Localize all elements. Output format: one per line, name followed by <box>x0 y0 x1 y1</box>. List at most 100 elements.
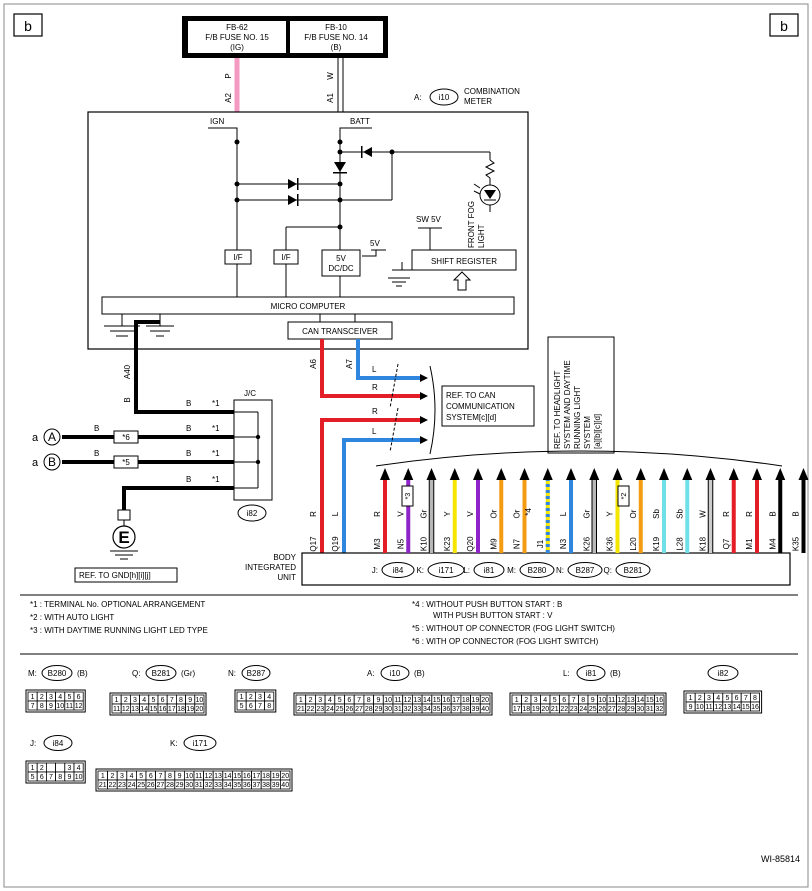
connector-cavity-number: 1 <box>115 697 119 704</box>
can-wire-l1: L <box>372 365 377 374</box>
can-ref-line3: SYSTEM[c][d] <box>446 413 496 422</box>
body-conn-prefix: J: <box>372 566 378 575</box>
star4-label: *4 <box>524 508 533 516</box>
body-unit-name-line1: BODY <box>273 553 296 562</box>
connector-cavity-number: 25 <box>336 706 344 713</box>
if2-box <box>273 249 299 265</box>
connector-cavity <box>654 703 665 714</box>
pin-arrow-icon <box>798 468 809 480</box>
jc-wire-b2: B <box>186 424 191 433</box>
view-prefix: K: <box>170 739 178 748</box>
connector-cavity-number: 2 <box>110 773 114 780</box>
connector-cavity-number: 24 <box>326 706 334 713</box>
connector-cavity-number: 6 <box>249 703 253 710</box>
connector-cavity-number: 9 <box>188 697 192 704</box>
connector-housing <box>683 690 763 714</box>
view-prefix: J: <box>30 739 36 748</box>
connector-cavity-number: 8 <box>40 703 44 710</box>
connector-cavity-number: 28 <box>617 706 625 713</box>
connector-cavity-number: 2 <box>309 697 313 704</box>
dcdc-line2: DC/DC <box>328 264 354 273</box>
ground-ref-box[interactable] <box>74 567 178 583</box>
connector-cavity-number: 5 <box>67 694 71 701</box>
pin-wire-color: R <box>373 511 382 517</box>
pin-terminal: Q7 <box>722 538 731 549</box>
connector-cavity-number: 3 <box>258 694 262 701</box>
pin-wire-color: Sb <box>675 509 684 519</box>
pin-terminal: K10 <box>420 536 429 551</box>
body-conn-id: i84 <box>393 566 404 575</box>
connector-cavity-number: 10 <box>75 774 83 781</box>
body-conn-id: B280 <box>528 566 547 575</box>
connector-cavity-number: 17 <box>513 706 521 713</box>
connector-cavity-number: 14 <box>224 773 232 780</box>
connector-housing <box>25 689 86 713</box>
connector-cavity-number: 32 <box>655 706 663 713</box>
connector-cavity-number: 1 <box>101 773 105 780</box>
outputs-bracket <box>375 450 783 467</box>
fuse-14-line3: (B) <box>331 43 342 52</box>
note-4b: WITH PUSH BUTTON START : V <box>433 611 553 620</box>
view-connector-oval <box>145 665 177 681</box>
note-2: *2 : WITH AUTO LIGHT <box>30 613 114 622</box>
view-connector-color: (B) <box>610 669 621 678</box>
conn-a-circle[interactable] <box>43 428 61 446</box>
connector-cavity <box>264 700 275 711</box>
connector-cavity-number: 15 <box>433 697 441 704</box>
connector-cavity <box>279 779 291 790</box>
connector-cavity-number: 5 <box>151 697 155 704</box>
connector-cavity <box>479 703 491 714</box>
shift-register-label: SHIFT REGISTER <box>431 257 497 266</box>
jc-wire-b3: B <box>186 449 191 458</box>
page-marker-right-box <box>769 13 799 37</box>
pin-wire-color: L <box>559 511 568 516</box>
connector-cavity-number: 8 <box>58 774 62 781</box>
connector-housing <box>95 768 293 792</box>
connector-cavity-number: 12 <box>205 773 213 780</box>
connector-cavity-number: 11 <box>705 704 712 711</box>
connector-cavity-number: 10 <box>696 704 704 711</box>
connector-cavity-number: 6 <box>161 697 165 704</box>
connector-cavity-number: 16 <box>442 697 450 704</box>
connector-cavity-number: 30 <box>185 782 193 789</box>
connector-cavity-number: 37 <box>452 706 460 713</box>
connector-cavity-number: 25 <box>589 706 597 713</box>
pin-terminal: M9 <box>489 538 498 550</box>
can-terminal2: A7 <box>345 359 354 369</box>
connector-housing <box>109 692 207 716</box>
connector-cavity-number: 14 <box>423 697 431 704</box>
fuse-15-terminal: A2 <box>224 93 233 103</box>
connector-cavity-number: 14 <box>733 704 741 711</box>
conn-b-circle[interactable] <box>43 453 61 471</box>
view-prefix: Q: <box>132 669 140 678</box>
fog-light-label-line2: LIGHT <box>477 224 486 248</box>
jc-star1-d: *1 <box>212 475 220 484</box>
body-conn-prefix: M: <box>507 566 516 575</box>
connector-cavity-number: 9 <box>689 704 693 711</box>
connector-cavity-number: 7 <box>158 773 162 780</box>
can-ref-box[interactable] <box>441 385 535 427</box>
view-connector-id: i84 <box>53 739 64 748</box>
fog-led-diode <box>484 190 496 199</box>
sw5v-label: SW 5V <box>416 215 442 224</box>
page-marker-left-box <box>13 13 43 37</box>
body-conn-oval <box>473 562 505 578</box>
pin-arrow-icon <box>449 468 460 480</box>
pin-terminal: Q20 <box>466 536 475 552</box>
view-prefix: M: <box>28 669 37 678</box>
can-ref-line2: COMMUNICATION <box>446 402 515 411</box>
note-6: *6 : WITH OP CONNECTOR (FOG LIGHT SWITCH… <box>412 637 599 646</box>
fuse-15-line3: (IG) <box>230 43 244 52</box>
connector-cavity-number: 7 <box>744 695 748 702</box>
view-connector-oval <box>41 665 73 681</box>
connector-cavity-number: 2 <box>40 694 44 701</box>
connector-cavity-number: 20 <box>196 706 204 713</box>
connector-cavity-number: 22 <box>307 706 315 713</box>
connector-cavity-number: 12 <box>617 697 625 704</box>
headlight-ref-box[interactable] <box>547 336 615 454</box>
micro-computer-box <box>101 296 515 315</box>
connector-cavity-number: 29 <box>375 706 383 713</box>
ground-symbol: E <box>118 528 129 547</box>
